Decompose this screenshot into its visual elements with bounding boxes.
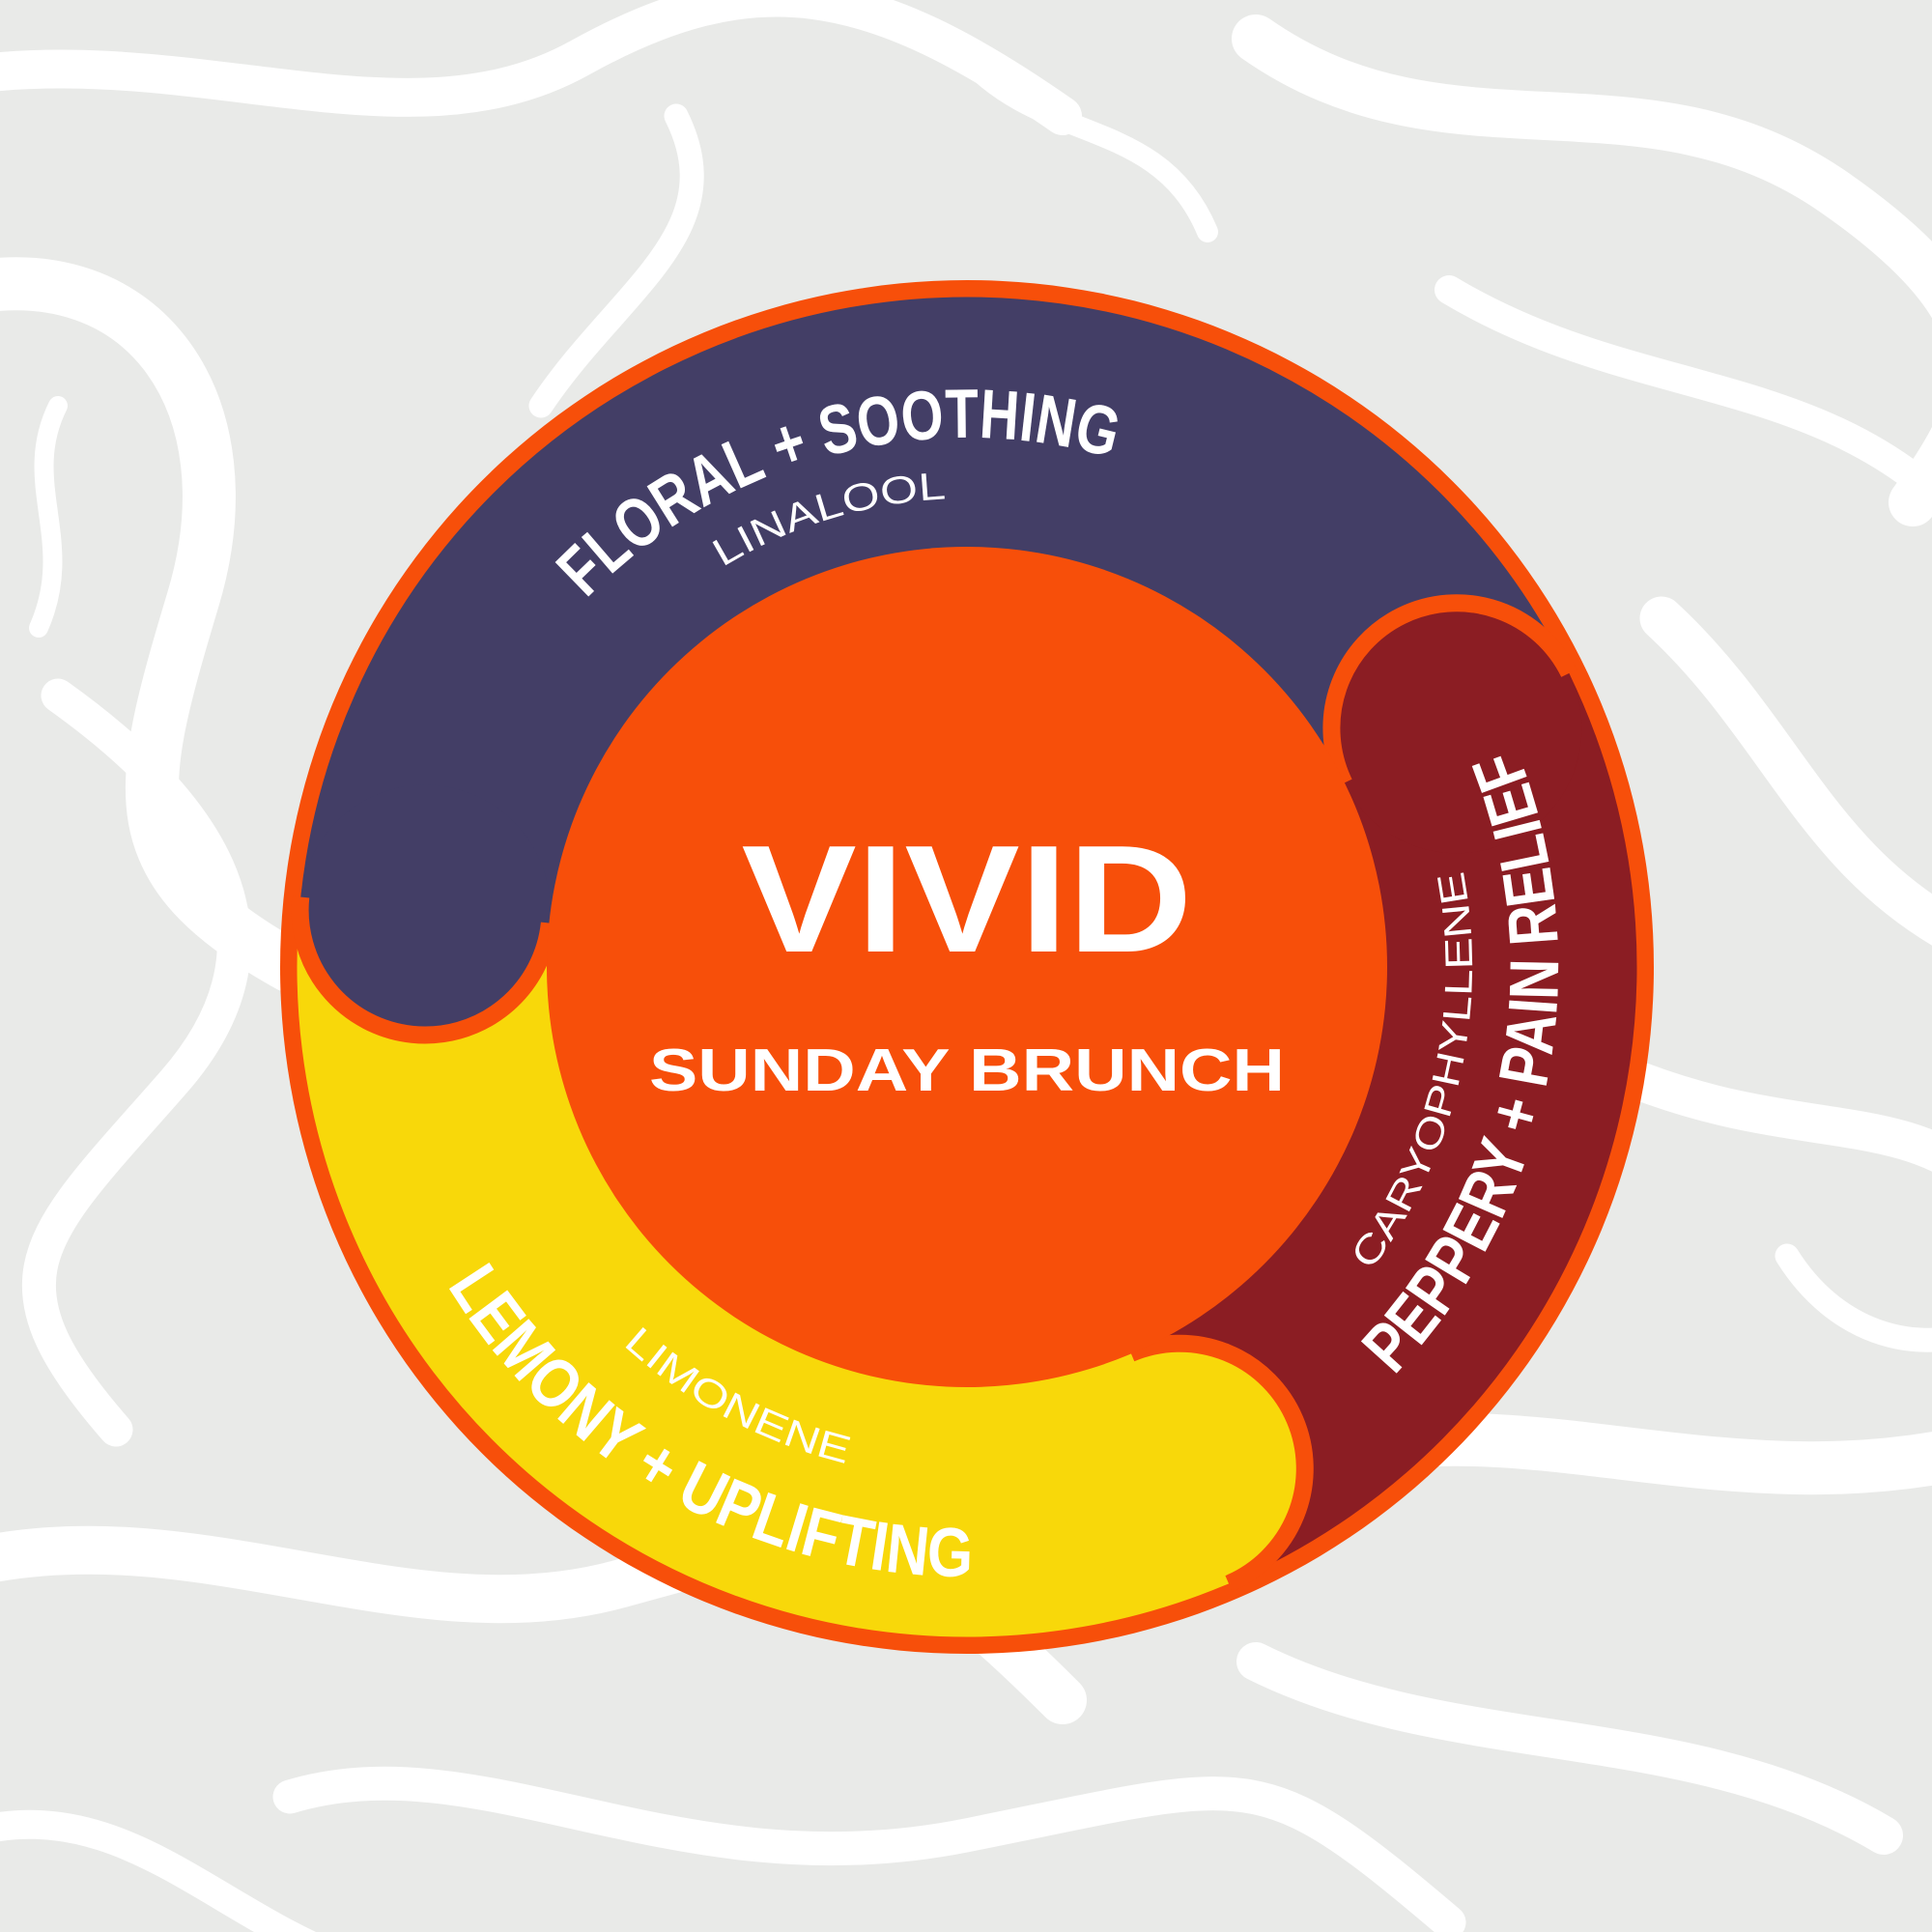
band-cap-limonene [1054, 1343, 1305, 1594]
band-cap-caryophyllene [1331, 603, 1582, 854]
band-cap-outline [1322, 595, 1577, 787]
band-linalool [300, 297, 1570, 924]
brand-logo: VIVID [742, 814, 1193, 984]
band-cap-outline [1127, 1334, 1314, 1592]
band-caryophyllene [1129, 673, 1637, 1584]
band-limonene [297, 896, 1229, 1637]
product-name: SUNDAY BRUNCH [649, 1037, 1285, 1104]
band-cap-outline [291, 895, 558, 1044]
center-disc [547, 547, 1387, 1387]
terpene-bands [291, 297, 1637, 1637]
band-cap-linalool [299, 784, 551, 1036]
